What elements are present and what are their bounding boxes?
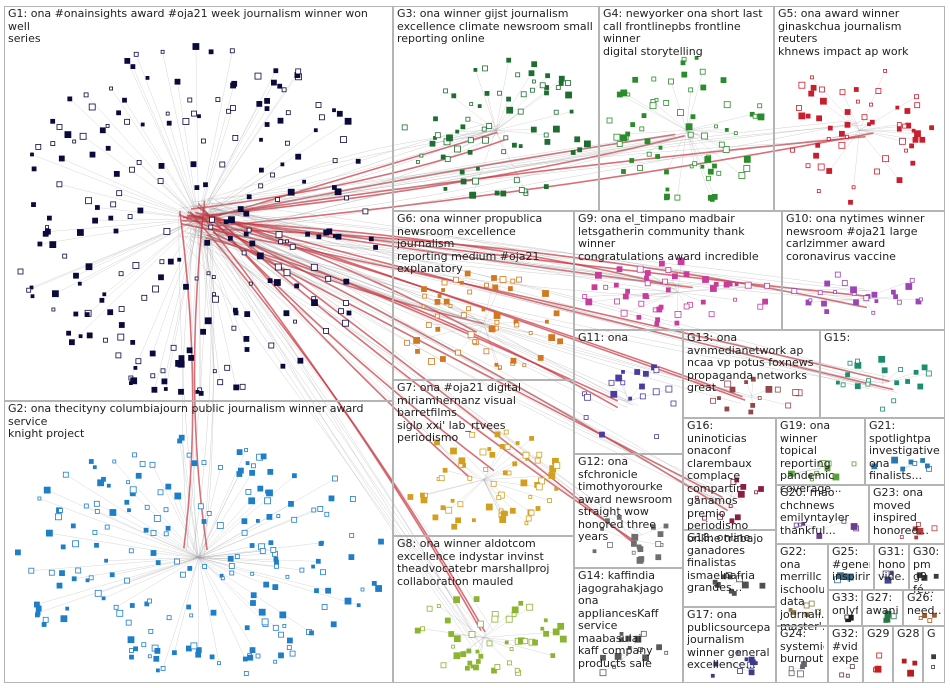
group-G30: G30: pm g9 fé... <box>909 544 945 590</box>
group-G23-label: G23: ona moved inspired honored... <box>873 487 941 537</box>
group-G31: G31: hono... vide... <box>874 544 909 590</box>
group-G19-label: G19: ona winner topical reporting pandem… <box>780 420 861 495</box>
group-G13-label: G13: ona avnmedianetwork ap ncaa vp potu… <box>687 332 816 395</box>
group-G15: G15: <box>820 330 945 418</box>
group-G10-label: G10: ona nytimes winner newsroom #oja21 … <box>786 213 941 263</box>
group-G16-label: G16: uninoticias onaconf clarembaux comp… <box>687 420 772 545</box>
group-G-label: G <box>927 628 941 641</box>
group-G21-label: G21: spotlightpa investigative ona final… <box>869 420 941 483</box>
group-G17: G17: ona publicsourcepa journalism winne… <box>683 607 776 683</box>
group-G: G <box>923 626 945 683</box>
group-G8-label: G8: ona winner aldotcom excellence indys… <box>397 538 570 588</box>
group-G3: G3: ona winner gijst journalism excellen… <box>393 6 599 211</box>
group-G22: G22: ona merrillc ischoolu... data journ… <box>776 544 828 626</box>
group-G24-label: G24: systemic burnout... <box>780 628 824 666</box>
group-G29: G29 <box>863 626 893 683</box>
group-G16: G16: uninoticias onaconf clarembaux comp… <box>683 418 776 530</box>
group-G19: G19: ona winner topical reporting pandem… <box>776 418 865 485</box>
group-G11-label: G11: ona <box>578 332 679 345</box>
group-G27-label: G27: awani... <box>866 592 899 617</box>
group-G18-label: G18: online ganadores finalistas ismaeln… <box>687 532 772 595</box>
group-G29-label: G29 <box>867 628 889 641</box>
group-G24: G24: systemic burnout... <box>776 626 828 683</box>
group-G18: G18: online ganadores finalistas ismaeln… <box>683 530 776 607</box>
group-G17-label: G17: ona publicsourcepa journalism winne… <box>687 609 772 672</box>
group-G9: G9: ona el_timpano madbair letsgatherin … <box>574 211 782 330</box>
group-G31-label: G31: hono... vide... <box>878 546 905 584</box>
group-G33: G33: onlyf... <box>828 590 862 626</box>
group-G22-label: G22: ona merrillc ischoolu... data journ… <box>780 546 824 634</box>
group-G14-label: G14: kaffindia jagograhakjago ona applia… <box>578 570 679 670</box>
group-G7-label: G7: ona #oja21 digital miriamhernanz vis… <box>397 382 570 445</box>
group-G2-label: G2: ona thecityny columbiajourn public j… <box>8 403 389 441</box>
group-G32-label: G32: #vid... expe... <box>832 628 859 666</box>
group-G21: G21: spotlightpa investigative ona final… <box>865 418 945 485</box>
group-G13: G13: ona avnmedianetwork ap ncaa vp potu… <box>683 330 820 418</box>
group-G6: G6: ona winner propublica newsroom excel… <box>393 211 574 380</box>
group-G28: G28: <box>893 626 923 683</box>
group-G5-label: G5: ona award winner ginaskchua journali… <box>778 8 941 58</box>
group-G27: G27: awani... <box>862 590 903 626</box>
group-G26: G26: need... <box>903 590 945 626</box>
group-G25-label: G25: #gener... inspirin... <box>832 546 870 584</box>
group-G4: G4: newyorker ona short last call frontl… <box>599 6 774 211</box>
group-G8: G8: ona winner aldotcom excellence indys… <box>393 536 574 683</box>
group-G14: G14: kaffindia jagograhakjago ona applia… <box>574 568 683 683</box>
group-G1-label: G1: ona #onainsights award #oja21 week j… <box>8 8 389 46</box>
group-G20-label: G20: rnao chchnews emilyntayler thankful… <box>780 487 865 537</box>
group-G3-label: G3: ona winner gijst journalism excellen… <box>397 8 595 46</box>
group-G9-label: G9: ona el_timpano madbair letsgatherin … <box>578 213 778 263</box>
group-G12: G12: ona sfchronicle timothyorourke awar… <box>574 454 683 568</box>
group-G2: G2: ona thecityny columbiajourn public j… <box>4 401 393 683</box>
group-G10: G10: ona nytimes winner newsroom #oja21 … <box>782 211 945 330</box>
group-G20: G20: rnao chchnews emilyntayler thankful… <box>776 485 869 544</box>
group-G30-label: G30: pm g9 fé... <box>913 546 941 596</box>
group-G7: G7: ona #oja21 digital miriamhernanz vis… <box>393 380 574 536</box>
group-G11: G11: ona <box>574 330 683 454</box>
group-G25: G25: #gener... inspirin... <box>828 544 874 590</box>
group-G23: G23: ona moved inspired honored... <box>869 485 945 544</box>
group-G4-label: G4: newyorker ona short last call frontl… <box>603 8 770 58</box>
group-G28-label: G28: <box>897 628 919 641</box>
group-G32: G32: #vid... expe... <box>828 626 863 683</box>
group-G33-label: G33: onlyf... <box>832 592 858 617</box>
group-G5: G5: ona award winner ginaskchua journali… <box>774 6 945 211</box>
group-G1: G1: ona #onainsights award #oja21 week j… <box>4 6 393 401</box>
group-G26-label: G26: need... <box>907 592 941 617</box>
group-G12-label: G12: ona sfchronicle timothyorourke awar… <box>578 456 679 544</box>
group-G6-label: G6: ona winner propublica newsroom excel… <box>397 213 570 276</box>
group-G15-label: G15: <box>824 332 941 345</box>
